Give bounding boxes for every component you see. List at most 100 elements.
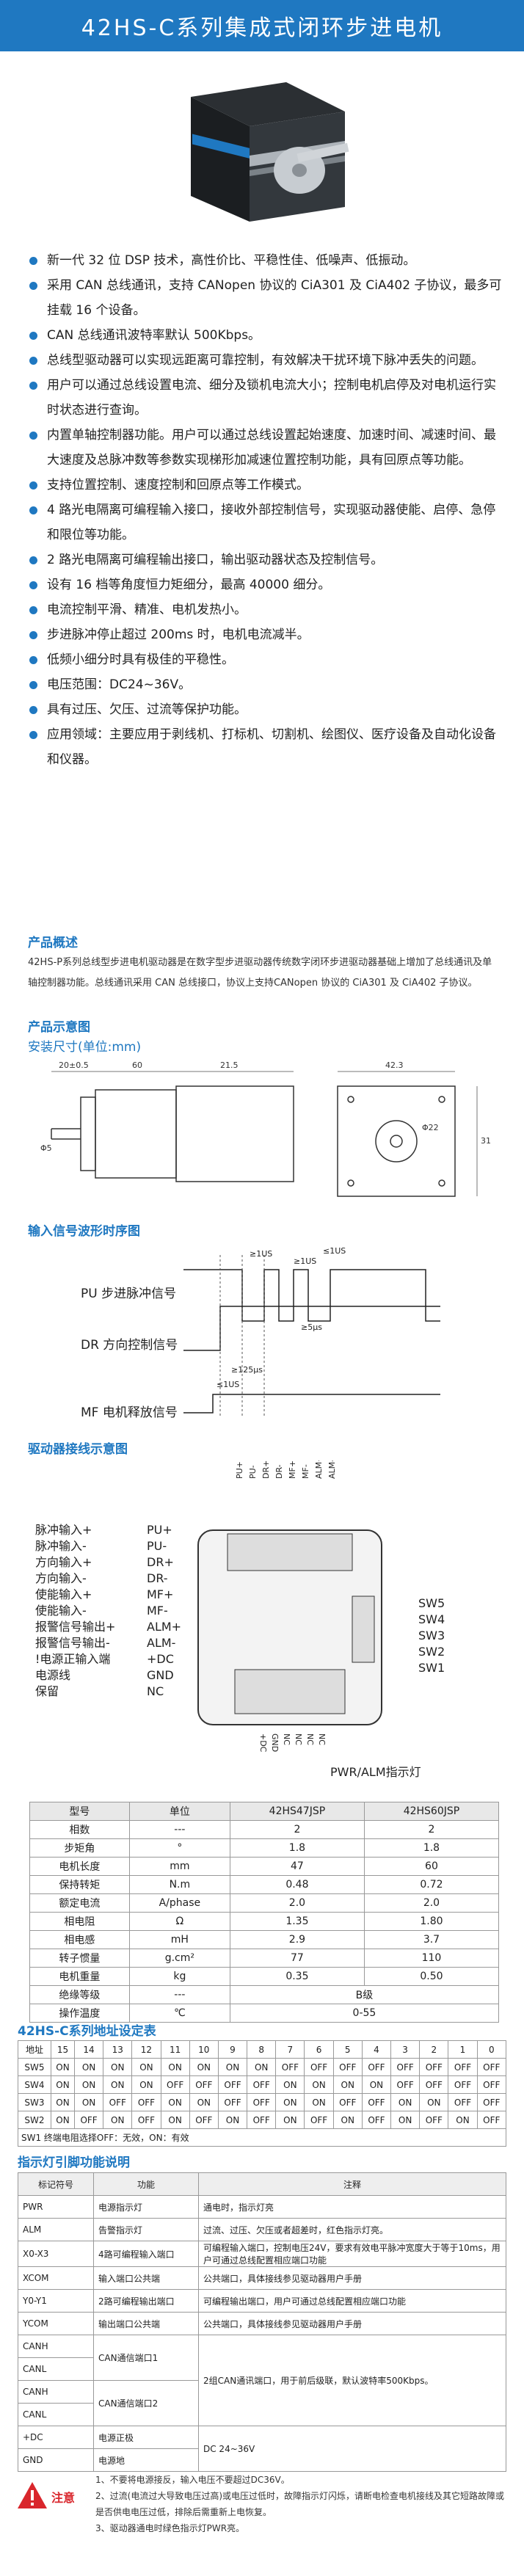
table-cell: ON bbox=[361, 2075, 392, 2094]
wiring-label: 电源线 bbox=[35, 1668, 70, 1682]
table-cell: 47 bbox=[229, 1857, 365, 1876]
table-row: SW1 终端电阻选择OFF：无效，ON：有效 bbox=[18, 2128, 506, 2147]
table-cell: ON bbox=[50, 2075, 75, 2094]
feature-item: 4 路光电隔离可编程输入接口，接收外部控制信号，实现驱动器使能、启停、急停和限位… bbox=[26, 498, 503, 547]
feature-item: 内置单轴控制器功能。用户可以通过总线设置起始速度、加速时间、减速时间、最大速度及… bbox=[26, 423, 503, 473]
feature-item: CAN 总线通讯波特率默认 500Kbps。 bbox=[26, 323, 503, 348]
table-cell: 公共端口，具体接线参见驱动器用户手册 bbox=[198, 2266, 506, 2290]
pin-heading: 指示灯引脚功能说明 bbox=[18, 2155, 130, 2170]
table-cell: ALM bbox=[18, 2218, 94, 2241]
wiring-pin: +DC bbox=[147, 1652, 174, 1666]
timing-annotation: ≤1US bbox=[216, 1380, 239, 1389]
table-cell: 1.35 bbox=[229, 1912, 365, 1931]
table-cell: OFF bbox=[419, 2075, 449, 2094]
table-header-cell: 单位 bbox=[128, 1802, 230, 1821]
wiring-label: !电源正输入端 bbox=[35, 1652, 110, 1666]
table-cell: 保持转矩 bbox=[29, 1875, 130, 1894]
table-cell: ON bbox=[160, 2058, 190, 2076]
table-cell: CANL bbox=[18, 2357, 94, 2381]
dim-label: 42.3 bbox=[385, 1060, 404, 1070]
note-item: 2、过流(电流过大导致电压过高)或电压过低时，故障指示灯闪烁，请断电检查电机接线… bbox=[95, 2491, 505, 2517]
table-cell: ON bbox=[247, 2058, 277, 2076]
table-cell: ON bbox=[332, 2075, 363, 2094]
table-header-cell: 0 bbox=[476, 2040, 507, 2059]
bottom-pin-label: NC bbox=[282, 1733, 291, 1745]
timing-annotation: ≥1US bbox=[250, 1249, 272, 1259]
table-cell: ON bbox=[73, 2093, 104, 2111]
table-cell: ON bbox=[50, 2058, 75, 2076]
table-cell: OFF bbox=[275, 2058, 305, 2076]
table-cell: SW1 终端电阻选择OFF：无效，ON：有效 bbox=[18, 2128, 506, 2147]
table-cell: OFF bbox=[247, 2075, 277, 2094]
table-header-cell: 9 bbox=[217, 2040, 248, 2059]
table-header-cell: 4 bbox=[361, 2040, 392, 2059]
table-cell: ON bbox=[390, 2093, 421, 2111]
table-cell: OFF bbox=[419, 2111, 449, 2129]
table-cell: ON bbox=[73, 2058, 104, 2076]
table-cell: A/phase bbox=[128, 1893, 230, 1913]
table-cell: ON bbox=[50, 2111, 75, 2129]
table-cell: 2 bbox=[229, 1820, 365, 1839]
table-cell: GND bbox=[18, 2448, 94, 2472]
table-cell: OFF bbox=[304, 2111, 334, 2129]
table-cell: ON bbox=[131, 2058, 161, 2076]
timing-annotation: ≥125μs bbox=[231, 1365, 263, 1375]
feature-item: 支持位置控制、速度控制和回原点等工作模式。 bbox=[26, 473, 503, 498]
table-cell: OFF bbox=[189, 2075, 219, 2094]
table-cell: ON bbox=[189, 2058, 219, 2076]
table-cell: ON bbox=[50, 2093, 75, 2111]
top-pin-label: DR- bbox=[274, 1464, 284, 1479]
dims-heading: 安装尺寸(单位:mm) bbox=[28, 1040, 142, 1055]
table-cell: 相数 bbox=[29, 1820, 130, 1839]
table-cell: ON bbox=[131, 2075, 161, 2094]
table-cell: YCOM bbox=[18, 2312, 94, 2335]
table-header-cell: 型号 bbox=[29, 1802, 130, 1821]
feature-list: 新一代 32 位 DSP 技术，高性价比、平稳性佳、低噪声、低振动。 采用 CA… bbox=[26, 248, 503, 772]
overview-heading: 产品概述 bbox=[28, 936, 78, 950]
table-cell: 77 bbox=[229, 1949, 365, 1968]
feature-item: 步进脉冲停止超过 200ms 时，电机电流减半。 bbox=[26, 622, 503, 647]
table-header-cell: 功能 bbox=[93, 2172, 199, 2196]
table-cell: 过流、过压、欠压或者超差时，红色指示灯亮。 bbox=[198, 2218, 506, 2241]
table-cell: ON bbox=[419, 2093, 449, 2111]
table-cell: 0-55 bbox=[229, 2004, 500, 2023]
table-cell: SW3 bbox=[18, 2093, 51, 2111]
table-cell: 操作温度 bbox=[29, 2004, 130, 2023]
table-header-cell: 11 bbox=[160, 2040, 190, 2059]
table-cell: OFF bbox=[419, 2058, 449, 2076]
table-header-cell: 3 bbox=[390, 2040, 421, 2059]
feature-item: 电流控制平滑、精准、电机发热小。 bbox=[26, 597, 503, 622]
table-cell: 0.50 bbox=[363, 1967, 500, 1986]
bottom-pin-label: NC bbox=[317, 1733, 327, 1745]
wiring-pin: ALM- bbox=[147, 1636, 175, 1650]
switch-label: SW1 bbox=[418, 1661, 445, 1675]
wiring-label: 使能输入+ bbox=[35, 1587, 92, 1601]
dim-label: 20±0.5 bbox=[59, 1060, 89, 1070]
timing-annotation: ≤1US bbox=[323, 1246, 346, 1256]
warning-block: 注意 bbox=[16, 2481, 82, 2525]
dim-label: 31 bbox=[481, 1136, 491, 1146]
page-title-text: 42HS-C系列集成式闭环步进电机 bbox=[81, 15, 443, 41]
feature-item: 应用领域：主要应用于剥线机、打标机、切割机、绘图仪、医疗设备及自动化设备和仪器。 bbox=[26, 722, 503, 772]
table-cell: ON bbox=[390, 2111, 421, 2129]
table-cell: 0.72 bbox=[363, 1875, 500, 1894]
wiring-label: 使能输入- bbox=[35, 1604, 87, 1618]
table-cell: ON bbox=[103, 2058, 133, 2076]
table-cell: N.m bbox=[128, 1875, 230, 1894]
wiring-pin: DR+ bbox=[147, 1555, 174, 1569]
table-cell: g.cm² bbox=[128, 1949, 230, 1968]
table-cell: 1.8 bbox=[363, 1838, 500, 1858]
dim-label: Φ22 bbox=[422, 1123, 439, 1132]
table-cell: kg bbox=[128, 1967, 230, 1986]
table-header-cell: 1 bbox=[448, 2040, 478, 2059]
